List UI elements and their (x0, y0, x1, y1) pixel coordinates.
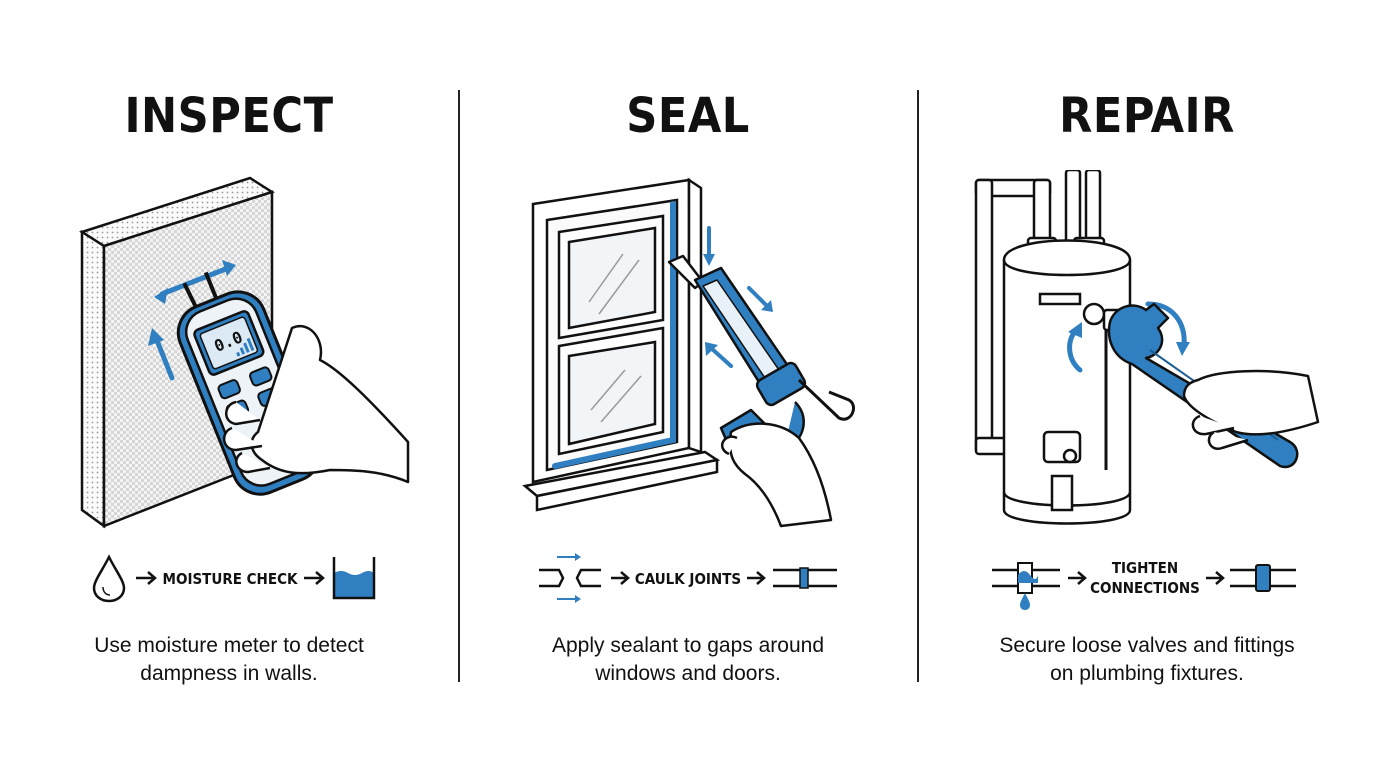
divider-left (458, 90, 460, 682)
caption-line: windows and doors. (595, 662, 781, 685)
caption-repair: Secure loose valves and fittings on plum… (918, 632, 1376, 688)
caption-seal: Apply sealant to gaps around windows and… (459, 632, 917, 688)
hand (720, 422, 833, 528)
panel-seal: SEAL (459, 0, 917, 768)
window-frame (522, 177, 721, 512)
flow-label-repair-line1: TIGHTEN (1112, 559, 1178, 577)
moisture-meter-illustration: 0.0 (79, 176, 410, 529)
panel-title-seal: SEAL (626, 88, 750, 144)
caption-line: Apply sealant to gaps around (551, 634, 825, 657)
flow-label-repair-line2: CONNECTIONS (1090, 579, 1200, 597)
leaking-pipe-icon (992, 562, 1060, 610)
hand (1182, 369, 1320, 450)
flow-inspect: MOISTURE CHECK (92, 554, 376, 603)
arrow-right-icon (611, 571, 630, 585)
caption-inspect: Use moisture meter to detect dampness in… (0, 632, 458, 688)
water-container-icon (332, 557, 376, 600)
panel-title-repair: REPAIR (1059, 88, 1235, 144)
caulk-bead (552, 201, 676, 469)
panel-inspect: INSPECT (0, 0, 458, 768)
water-heater-illustration (974, 170, 1320, 525)
panel-repair: REPAIR (918, 0, 1376, 768)
arrow-right-icon (1068, 571, 1087, 585)
arrow-right-icon (136, 571, 157, 585)
caption-line: on plumbing fixtures. (1050, 662, 1244, 685)
divider-right (917, 90, 919, 682)
glass-reflection (588, 253, 642, 423)
caption-line: Secure loose valves and fittings (999, 634, 1295, 657)
scan-arrows (148, 260, 236, 381)
seal-arrows (703, 226, 773, 368)
arrow-right-icon (1206, 571, 1225, 585)
caption-line: dampness in walls. (140, 662, 318, 685)
sealed-joint-icon (773, 567, 837, 589)
tightened-pipe-icon (1230, 564, 1296, 592)
arrow-right-icon (747, 571, 766, 585)
caption-line: Use moisture meter to detect (94, 634, 364, 657)
flow-seal: CAULK JOINTS (539, 553, 837, 603)
caulk-window-illustration (522, 177, 855, 528)
caulk-gun (667, 254, 855, 471)
water-drop-icon (92, 554, 126, 603)
arrow-right-icon (304, 571, 325, 585)
panel-title-inspect: INSPECT (124, 88, 334, 144)
supply-pipes (974, 170, 1106, 456)
flow-label-inspect: MOISTURE CHECK (163, 570, 298, 588)
hand (223, 325, 410, 484)
water-heater-tank (1002, 239, 1132, 525)
flow-label-seal: CAULK JOINTS (635, 570, 741, 588)
gap-icon (539, 553, 601, 603)
flow-repair: TIGHTEN CONNECTIONS (992, 559, 1296, 610)
